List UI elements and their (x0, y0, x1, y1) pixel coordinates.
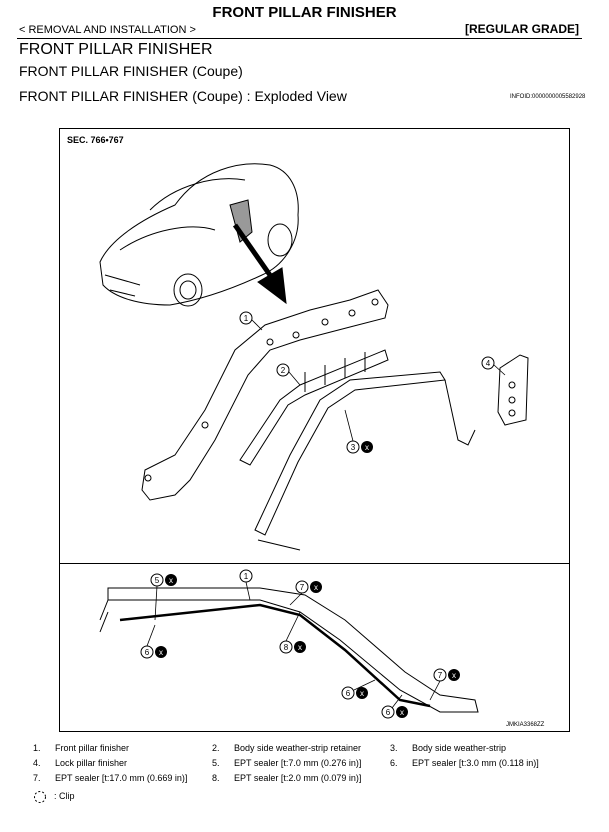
legend-num: 6. (390, 758, 398, 768)
svg-text:8: 8 (284, 643, 289, 652)
car-illustration (99, 163, 299, 307)
exploded-view-figure (59, 128, 570, 732)
svg-text:x: x (360, 689, 364, 698)
section-number: SEC. 766•767 (67, 135, 124, 145)
svg-text:6: 6 (346, 689, 351, 698)
weather-strip-retainer-part (239, 349, 389, 466)
legend-text: Body side weather-strip (412, 743, 507, 753)
page-title: FRONT PILLAR FINISHER (212, 4, 397, 21)
legend-num: 3. (390, 743, 398, 753)
subsection-heading: FRONT PILLAR FINISHER (Coupe) (19, 63, 243, 79)
info-id: INFOID:0000000005582928 (510, 94, 586, 100)
clip-icon (34, 791, 46, 803)
lock-pillar-finisher-part (444, 354, 529, 446)
legend-num: 2. (212, 743, 220, 753)
legend-text: Lock pillar finisher (55, 758, 128, 768)
svg-text:x: x (159, 648, 163, 657)
legend-text: Front pillar finisher (55, 743, 130, 753)
svg-text:x: x (298, 643, 302, 652)
figure-id: JMKIA3368ZZ (506, 722, 545, 728)
svg-text:1: 1 (244, 572, 249, 581)
legend-num: 4. (33, 758, 41, 768)
topic-heading: FRONT PILLAR FINISHER (Coupe) : Exploded… (19, 88, 347, 104)
svg-text:x: x (169, 576, 173, 585)
legend-num: 5. (212, 758, 220, 768)
svg-text:6: 6 (145, 648, 150, 657)
svg-text:x: x (365, 443, 369, 452)
legend-text: EPT sealer [t:7.0 mm (0.276 in)] (234, 758, 362, 768)
header-rule (17, 38, 582, 39)
svg-text:7: 7 (438, 671, 443, 680)
svg-text:x: x (452, 671, 456, 680)
legend-num: 7. (33, 773, 41, 783)
sealer-detail-view (99, 587, 479, 713)
legend-text: EPT sealer [t:2.0 mm (0.079 in)] (234, 773, 362, 783)
section-heading: FRONT PILLAR FINISHER (19, 41, 213, 58)
svg-text:x: x (314, 583, 318, 592)
weather-strip-part (254, 371, 446, 551)
legend-text: EPT sealer [t:3.0 mm (0.118 in)] (412, 758, 539, 768)
legend-num: 1. (33, 743, 41, 753)
clip-label: : Clip (54, 791, 75, 801)
grade-label: [REGULAR GRADE] (465, 22, 579, 36)
svg-text:5: 5 (155, 576, 160, 585)
breadcrumb[interactable]: < REMOVAL AND INSTALLATION > (19, 24, 196, 36)
svg-text:4: 4 (486, 359, 491, 368)
svg-text:2: 2 (281, 366, 286, 375)
svg-text:1: 1 (244, 314, 249, 323)
legend-num: 8. (212, 773, 220, 783)
front-pillar-finisher-part (141, 289, 389, 501)
svg-text:7: 7 (300, 583, 305, 592)
legend-text: EPT sealer [t:17.0 mm (0.669 in)] (55, 773, 188, 783)
legend-text: Body side weather-strip retainer (234, 743, 362, 753)
svg-text:x: x (400, 708, 404, 717)
svg-text:3: 3 (351, 443, 356, 452)
figure-divider (60, 563, 569, 564)
svg-text:6: 6 (386, 708, 391, 717)
